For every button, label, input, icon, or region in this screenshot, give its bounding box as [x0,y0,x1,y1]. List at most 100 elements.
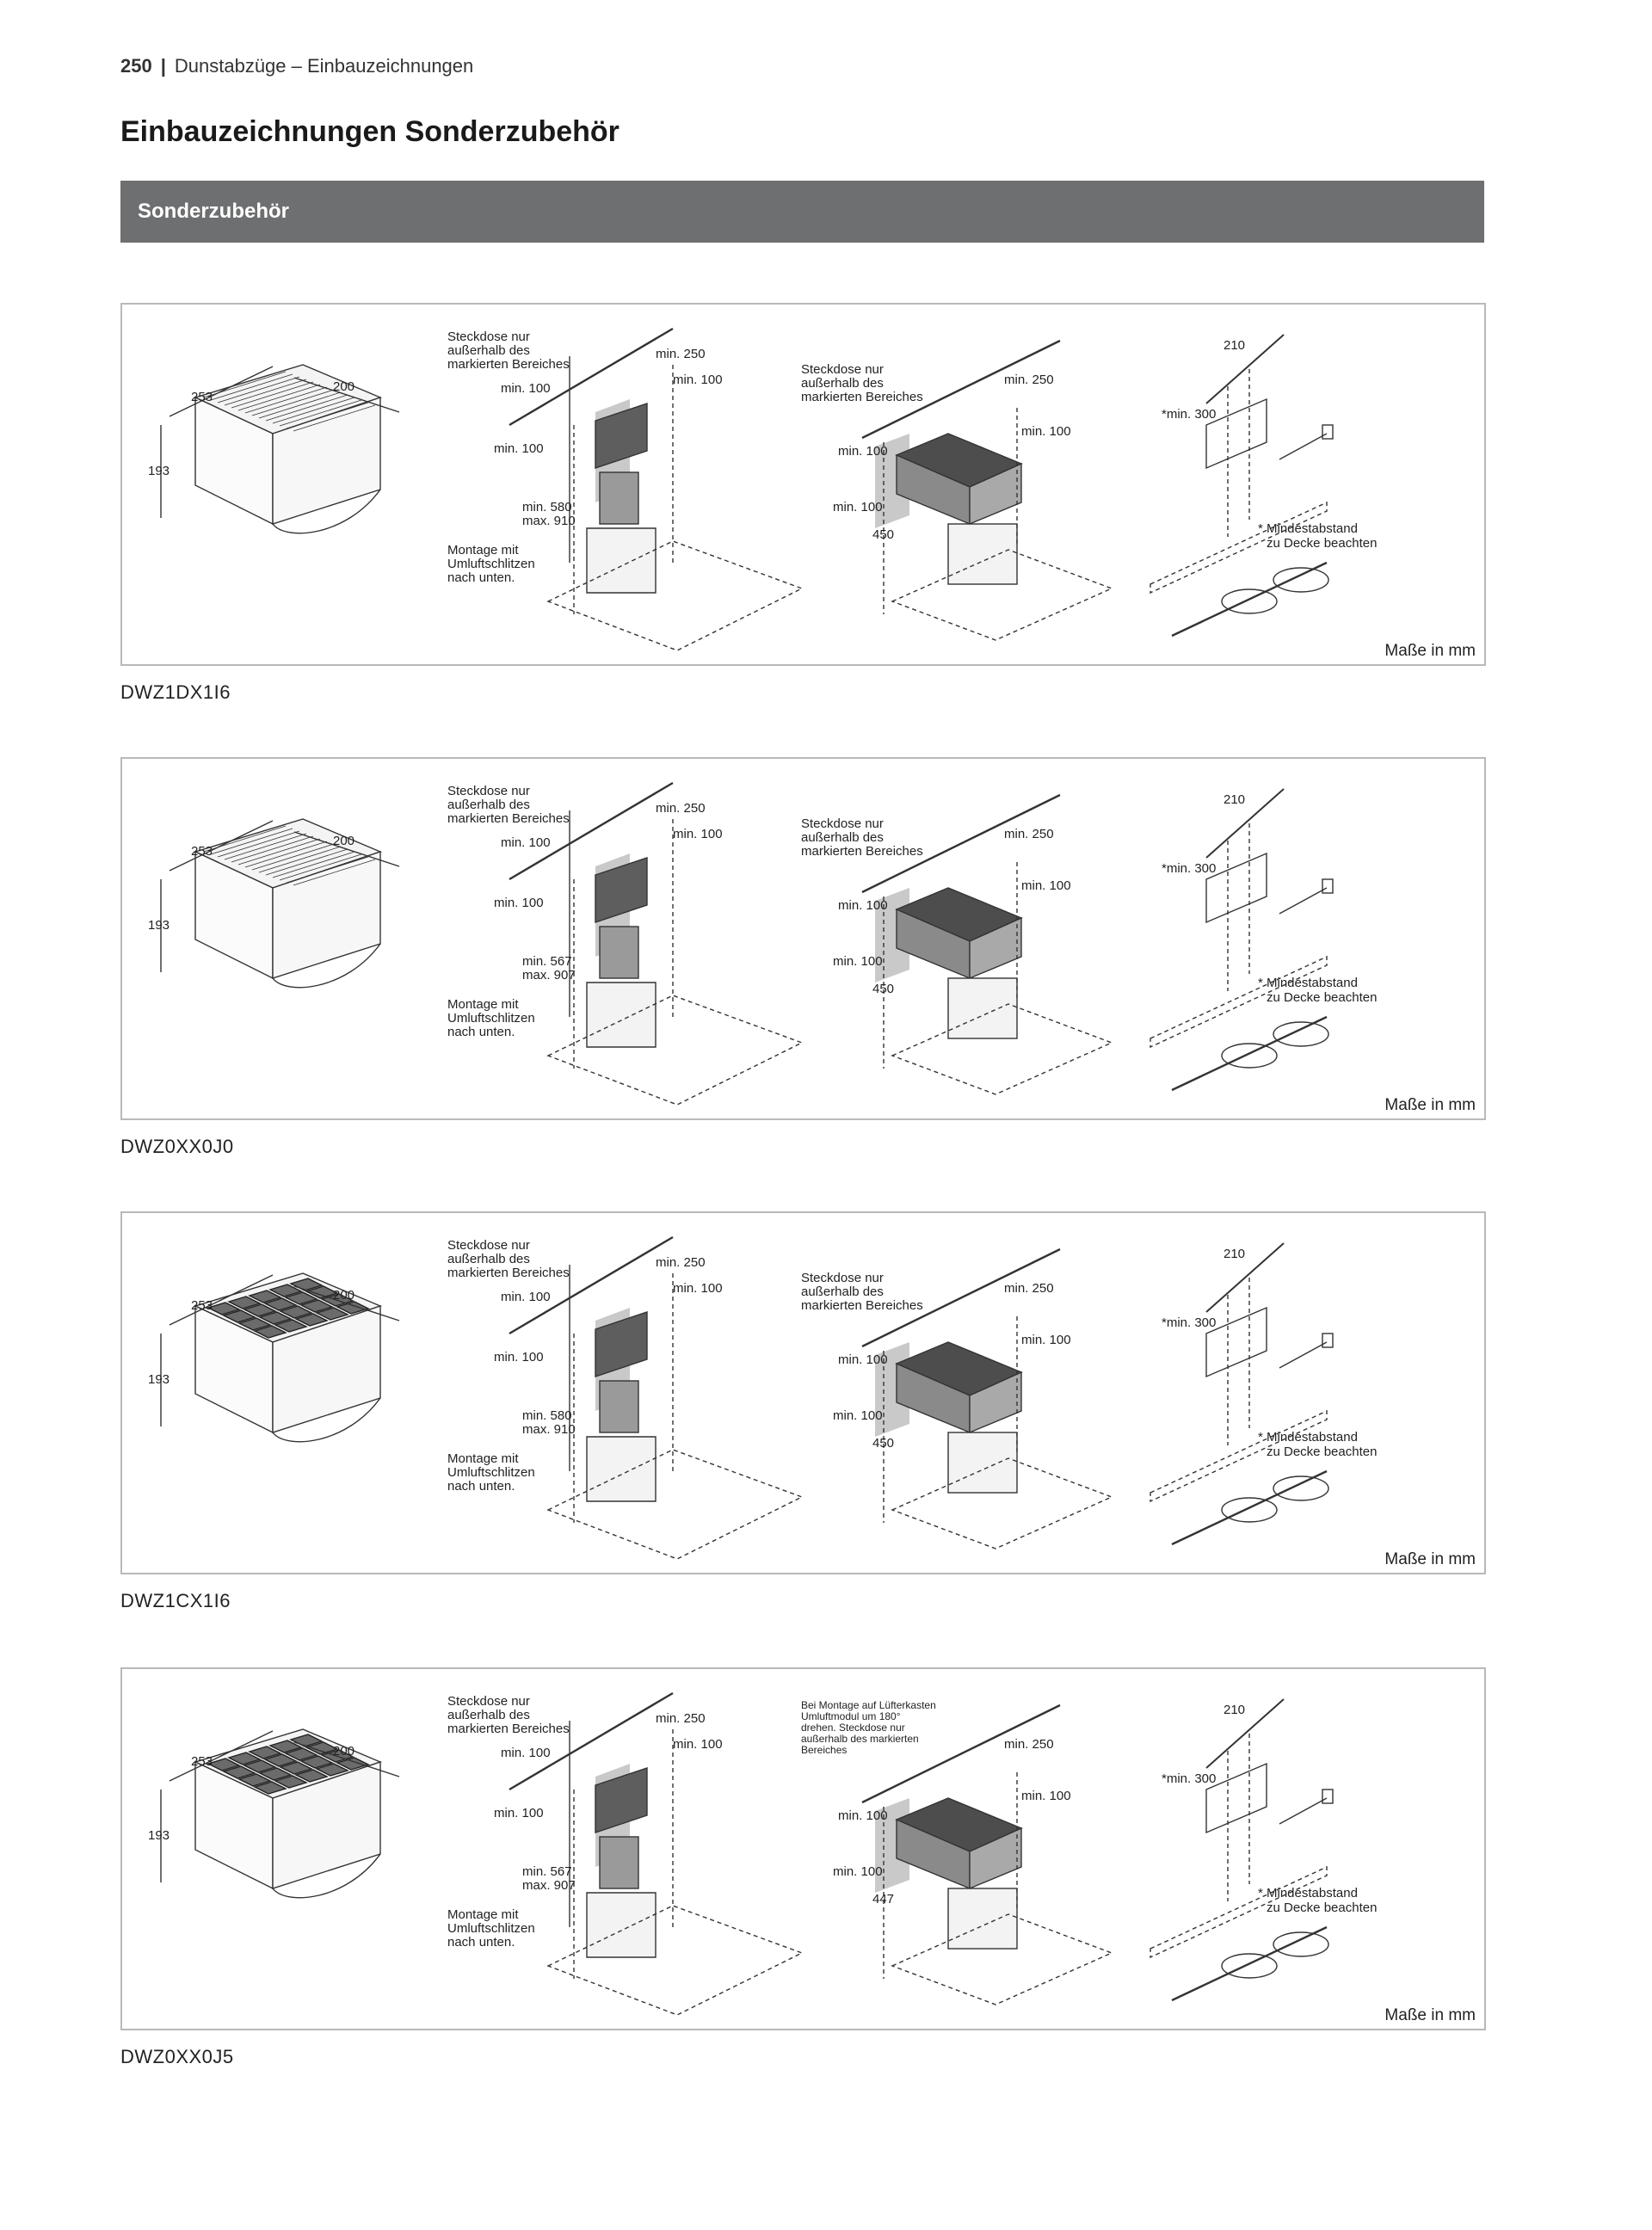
dimension-min-clearance: *min. 300 [1162,861,1216,876]
filter-module-drawing [160,1272,400,1443]
wall-clearance-drawing [1150,1698,1334,2002]
dimension-width: 210 [1224,338,1245,353]
dimension-width: 200 [333,379,354,394]
socket-note-line: markierten Bereiches [447,357,570,372]
dimension-top: min. 250 [656,1255,706,1270]
dimension-top: min. 250 [656,1711,706,1726]
dimension-mid: min. 100 [494,441,544,456]
dimension-range-min: min. 567 [522,1864,572,1879]
ceiling-note-line: * Mindestabstand [1258,1430,1358,1445]
units-label: Maße in mm [1384,642,1476,660]
mount-note-line: Montage mit [447,1907,519,1922]
dimension-width: 200 [333,834,354,848]
socket-note-line: außerhalb des [447,798,530,812]
dimension-top: min. 250 [1004,1281,1054,1296]
dimension-depth: 253 [191,390,213,404]
socket-note-line: außerhalb des [447,1708,530,1722]
dimension-width: 200 [333,1288,354,1303]
socket-note-line: Bei Montage auf Lüfterkasten [801,1699,936,1711]
dimension-top: min. 250 [656,347,706,361]
ceiling-note-line: zu Decke beachten [1267,1445,1377,1459]
dimension-left: min. 100 [838,1808,888,1823]
dimension-left: min. 100 [501,835,551,850]
dimension-range-min: min. 580 [522,500,572,514]
header-separator: | [160,55,166,77]
fanbox-mount-drawing [861,1703,1113,2005]
socket-note-line: Steckdose nur [447,1238,530,1253]
dimension-depth: 253 [191,1754,213,1769]
socket-note-line: außerhalb des [801,830,884,845]
mount-note-line: nach unten. [447,1479,515,1494]
section-bar: Sonderzubehör [120,181,1484,243]
socket-note-line: Umluftmodul um 180° [801,1710,901,1722]
socket-note-line: Bereiches [801,1744,847,1756]
dimension-range-min: min. 567 [522,954,572,969]
mount-note-line: nach unten. [447,570,515,585]
section-title: Dunstabzüge – Einbauzeichnungen [174,55,474,77]
dimension-side: min. 100 [673,1281,723,1296]
wall-clearance-drawing [1150,334,1334,638]
dimension-left: min. 100 [833,1408,883,1423]
socket-note-line: Steckdose nur [801,816,884,831]
dimension-top: min. 250 [1004,827,1054,841]
ceiling-note-line: zu Decke beachten [1267,1900,1377,1915]
dimension-side: min. 100 [1021,878,1071,893]
dimension-depth: 253 [191,1298,213,1313]
socket-note-line: Steckdose nur [801,362,884,377]
socket-note-line: markierten Bereiches [447,1722,570,1736]
dimension-range-min: min. 580 [522,1408,572,1423]
dimension-left: min. 100 [501,1290,551,1304]
socket-note-line: außerhalb des markierten [801,1733,919,1745]
dimension-left: min. 100 [833,954,883,969]
ceiling-note-line: * Mindestabstand [1258,1886,1358,1900]
mount-note-line: Montage mit [447,1451,519,1466]
ceiling-mount-drawing [509,1235,804,1560]
socket-note-line: außerhalb des [447,343,530,358]
dimension-height: 193 [148,918,170,933]
units-label: Maße in mm [1384,2006,1476,2024]
dimension-top: min. 250 [656,801,706,816]
mount-note-line: Umluftschlitzen [447,557,535,571]
dimension-side: min. 100 [1021,1789,1071,1803]
dimension-top: min. 250 [1004,373,1054,387]
mount-note-line: Umluftschlitzen [447,1465,535,1480]
page-number: 250 [120,55,152,77]
socket-note-line: markierten Bereiches [447,1266,570,1280]
socket-note-line: markierten Bereiches [801,844,923,859]
dimension-mid: min. 100 [494,1806,544,1820]
dimension-side: min. 100 [1021,424,1071,439]
dimension-left: min. 100 [838,444,888,459]
wall-clearance-drawing [1150,788,1334,1092]
socket-note-line: außerhalb des [801,376,884,391]
dimension-min-clearance: *min. 300 [1162,407,1216,422]
ceiling-note-line: * Mindestabstand [1258,521,1358,536]
model-caption: DWZ0XX0J5 [120,2046,234,2067]
mount-note-line: nach unten. [447,1935,515,1950]
filter-module-drawing [160,364,400,534]
socket-note-line: außerhalb des [447,1252,530,1266]
page-header: 250 | Dunstabzüge – Einbauzeichnungen [120,55,473,77]
model-caption: DWZ0XX0J0 [120,1136,234,1157]
ceiling-note-line: * Mindestabstand [1258,976,1358,990]
dimension-range-max: max. 907 [522,1878,576,1893]
socket-note-line: markierten Bereiches [447,811,570,826]
dimension-left: min. 100 [838,898,888,913]
mount-note-line: Umluftschlitzen [447,1011,535,1026]
socket-note-line: Steckdose nur [801,1271,884,1285]
socket-note-line: Steckdose nur [447,784,530,798]
model-caption: DWZ1CX1I6 [120,1590,231,1611]
fanbox-mount-drawing [861,793,1113,1095]
dimension-height: 193 [148,464,170,478]
dimension-range-max: max. 907 [522,968,576,983]
dimension-width: 210 [1224,1703,1245,1717]
dimension-min-clearance: *min. 300 [1162,1771,1216,1786]
page-title: Einbauzeichnungen Sonderzubehör [120,115,620,148]
mount-note-line: nach unten. [447,1025,515,1039]
dimension-height: 193 [148,1372,170,1387]
